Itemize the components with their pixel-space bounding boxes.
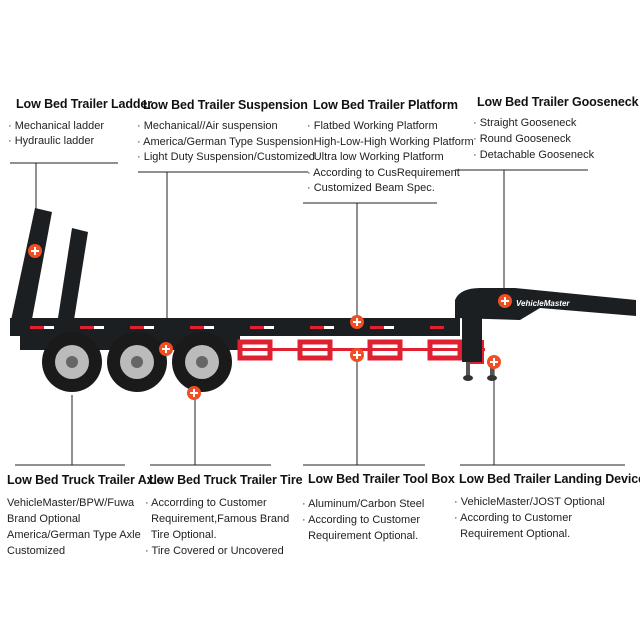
axle-item: VehicleMaster/BPW/Fuwa [7, 497, 135, 509]
toolbox-item: Requirement Optional. [302, 530, 419, 542]
plus-circle-icon[interactable] [187, 386, 201, 400]
tire-item: Tire Optional. [145, 529, 217, 541]
axle-item: Customized [7, 545, 66, 557]
plus-circle-icon[interactable] [350, 348, 364, 362]
tire-item: · Accorrding to Customer [145, 497, 267, 509]
ladder-title: Low Bed Trailer Ladder [16, 97, 153, 111]
plus-circle-icon[interactable] [487, 355, 501, 369]
axle-item: America/German Type Axle [7, 529, 141, 541]
landing-item: Requirement Optional. [454, 528, 571, 540]
suspension-item: · America/German Type Suspension [137, 136, 314, 148]
gooseneck [455, 288, 636, 381]
gooseneck-item: · Round Gooseneck [473, 133, 571, 145]
leader-lines [10, 162, 625, 466]
plus-circle-icon[interactable] [498, 294, 512, 308]
ladders [10, 208, 88, 330]
toolbox-title: Low Bed Trailer Tool Box [308, 472, 455, 486]
suspension-item: · Light Duty Suspension/Customized [137, 151, 315, 163]
axle-title: Low Bed Truck Trailer Axle [7, 473, 164, 487]
suspension-title: Low Bed Trailer Suspension [143, 98, 308, 112]
platform-item: · Flatbed Working Platform [307, 120, 438, 132]
gooseneck-item: · Straight Gooseneck [473, 117, 577, 129]
toolbox-item: · According to Customer [302, 514, 420, 526]
platform-item: · Customized Beam Spec. [307, 182, 435, 194]
logo: VehicleMaster [516, 299, 570, 308]
platform-item: · Ultra low Working Platform [307, 151, 444, 163]
gooseneck-title: Low Bed Trailer Gooseneck [477, 95, 639, 109]
wheels [42, 332, 232, 392]
markers [28, 244, 512, 400]
platform-item: · High-Low-High Working Platform [307, 136, 474, 148]
platform-title: Low Bed Trailer Platform [313, 98, 458, 112]
suspension-item: · Mechanical//Air suspension [137, 120, 278, 132]
axle-item: Brand Optional [7, 513, 81, 525]
plus-circle-icon[interactable] [350, 315, 364, 329]
landing-item: · VehicleMaster/JOST Optional [454, 496, 605, 508]
ladder-item: · Mechanical ladder [8, 120, 104, 132]
tire-title: Low Bed Truck Trailer Tire [149, 473, 303, 487]
tire-item: · Tire Covered or Uncovered [145, 545, 284, 557]
toolbox-item: · Aluminum/Carbon Steel [302, 498, 425, 510]
plus-circle-icon[interactable] [28, 244, 42, 258]
platform-item: · According to CusRequirement [307, 167, 460, 179]
landing-item: · According to Customer [454, 512, 572, 524]
gooseneck-item: · Detachable Gooseneck [473, 149, 595, 161]
ladder-item: · Hydraulic ladder [8, 135, 95, 147]
tire-item: Requirement,Famous Brand [145, 513, 290, 525]
plus-circle-icon[interactable] [159, 342, 173, 356]
landing-title: Low Bed Trailer Landing Device [459, 472, 640, 486]
